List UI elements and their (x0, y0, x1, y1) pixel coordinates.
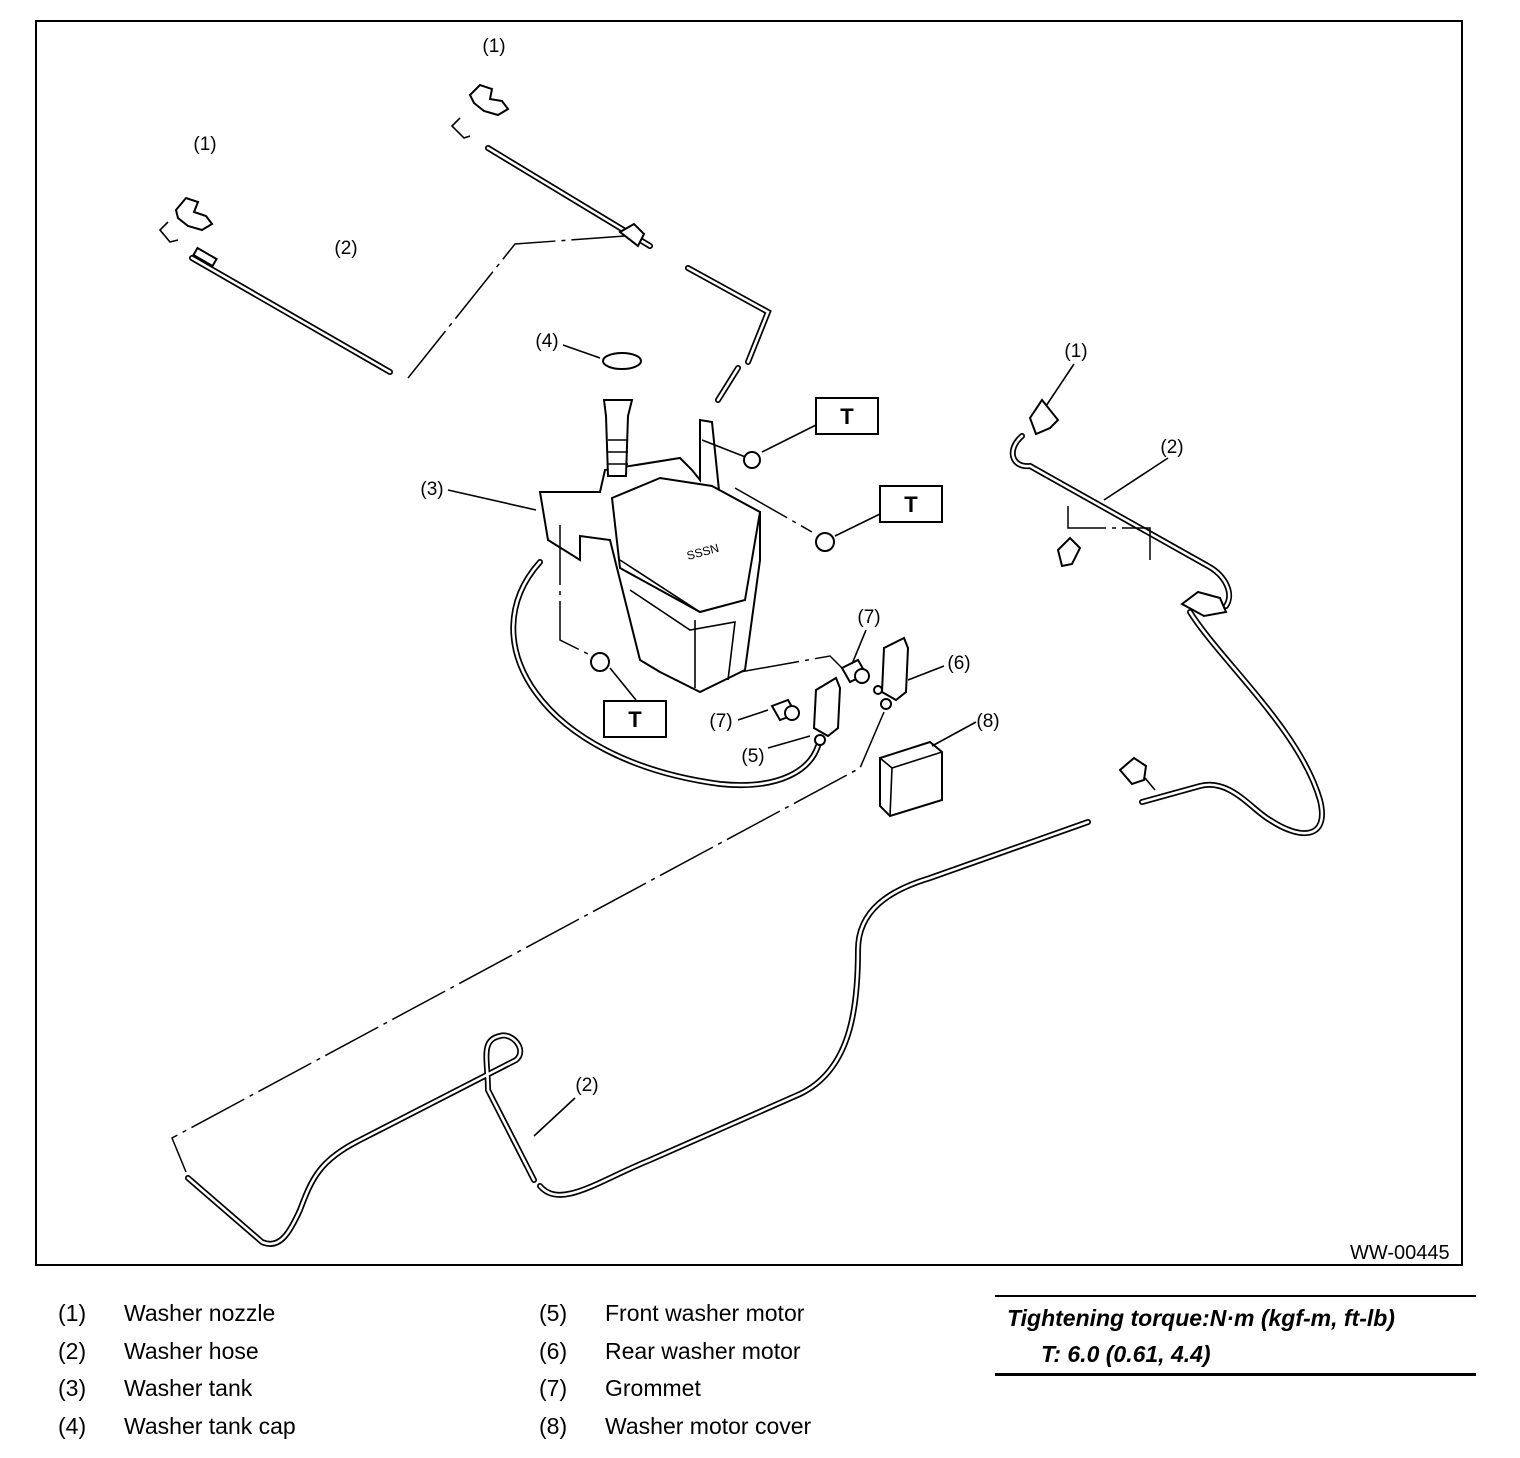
grommet-upper (840, 658, 870, 684)
callout-1: (1) (193, 134, 216, 155)
figure-id: WW-00445 (1350, 1242, 1450, 1264)
callout-2: (2) (575, 1075, 598, 1096)
washer-system-diagram: SSSN T T T (158, 36, 1325, 1247)
callout-6: (6) (947, 653, 970, 674)
legend-right: (5)Front washer motor (6)Rear washer mot… (539, 1300, 811, 1450)
legend-item: (7)Grommet (539, 1375, 701, 1401)
washer-hose-rear (185, 590, 1325, 1247)
legend-item: (4)Washer tank cap (58, 1412, 296, 1439)
legend-left: (1)Washer nozzle (2)Washer hose (3)Washe… (58, 1300, 296, 1450)
washer-nozzle-rear (1028, 398, 1060, 436)
callout-4: (4) (535, 331, 558, 352)
legend-item: (6)Rear washer motor (539, 1337, 801, 1364)
bolt-top (743, 451, 761, 469)
svg-text:T: T (840, 404, 854, 429)
torque-marker-1: T (815, 397, 879, 435)
grommet-lower (770, 698, 800, 722)
callout-7: (7) (857, 607, 880, 628)
torque-marker-3: T (603, 700, 667, 738)
callout-5: (5) (741, 746, 764, 767)
svg-text:T: T (904, 492, 918, 517)
rear-washer-motor (873, 636, 910, 710)
legend-item: (8)Washer motor cover (539, 1412, 812, 1439)
callout-7: (7) (709, 711, 732, 732)
torque-marker-2: T (879, 485, 943, 523)
legend-item: (3)Washer tank (58, 1375, 253, 1401)
washer-tank-cap (602, 352, 642, 370)
washer-hose-left (189, 246, 393, 375)
washer-hose-center (485, 145, 772, 403)
washer-motor-cover (879, 740, 943, 818)
routing-line (407, 235, 626, 379)
bolt-bottom (590, 652, 610, 672)
callout-2: (2) (1160, 437, 1183, 458)
washer-tank: SSSN (538, 399, 762, 694)
callout-8: (8) (976, 711, 999, 732)
washer-hose-rear-nozzle (1009, 433, 1233, 609)
callout-2: (2) (334, 238, 357, 259)
torque-spec-box: Tightening torque:N·m (kgf-m, ft-lb) T: … (995, 1295, 1476, 1376)
legend-item: (1)Washer nozzle (58, 1300, 276, 1326)
legend-item: (2)Washer hose (58, 1337, 259, 1364)
routing-line-rear (171, 711, 885, 1173)
front-washer-motor (812, 676, 842, 746)
svg-text:T: T (628, 707, 642, 732)
bolt-middle (815, 532, 835, 552)
washer-nozzle-left (158, 196, 214, 243)
diagram-frame (35, 20, 1463, 1266)
torque-title: Tightening torque:N·m (kgf-m, ft-lb) (1007, 1305, 1395, 1331)
callout-1: (1) (482, 36, 505, 57)
torque-value: T: 6.0 (0.61, 4.4) (1041, 1341, 1211, 1367)
legend-item: (5)Front washer motor (539, 1300, 805, 1326)
callout-1: (1) (1064, 341, 1087, 362)
callout-3: (3) (420, 479, 443, 500)
washer-nozzle-center (450, 83, 510, 139)
